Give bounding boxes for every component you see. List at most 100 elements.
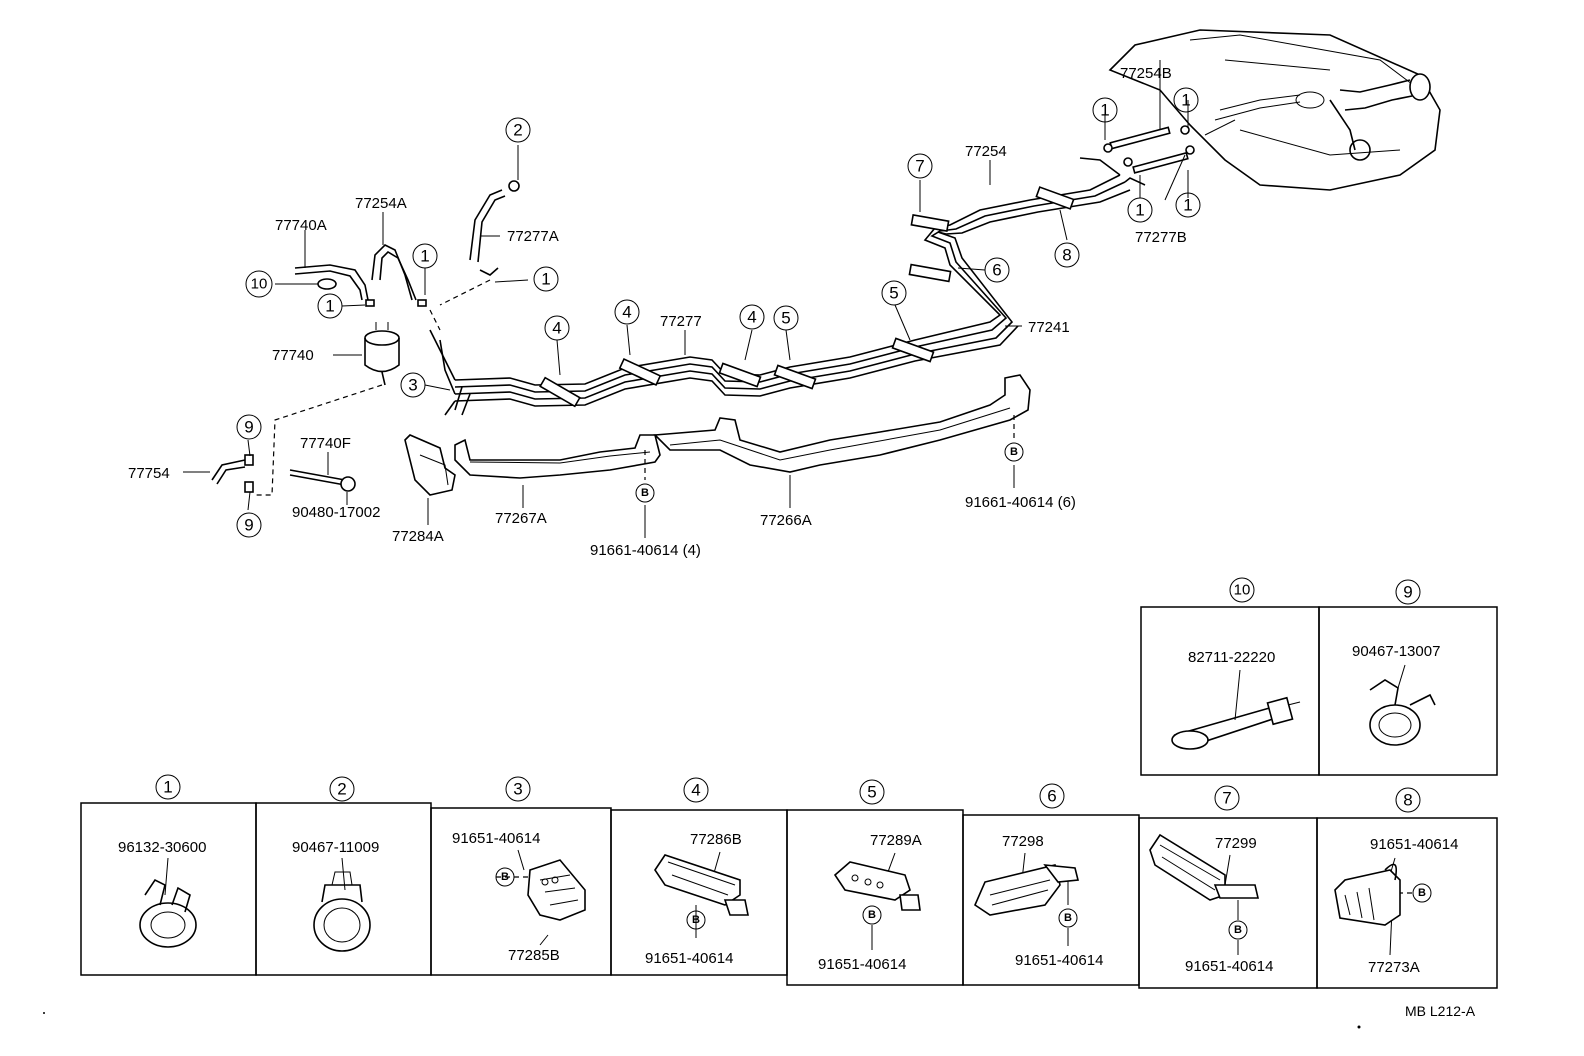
svg-text:8: 8 xyxy=(1062,246,1071,265)
svg-text:1: 1 xyxy=(1181,91,1190,110)
svg-text:10: 10 xyxy=(1234,582,1251,599)
legend-part-90467-11009: 90467-11009 xyxy=(292,839,379,856)
svg-text:9: 9 xyxy=(244,418,253,437)
svg-text:9: 9 xyxy=(1403,583,1412,602)
label-77254B: 77254B xyxy=(1120,65,1172,82)
svg-text:B: B xyxy=(641,487,649,499)
label-77277B: 77277B xyxy=(1135,229,1187,246)
svg-text:4: 4 xyxy=(552,319,561,338)
svg-text:4: 4 xyxy=(747,308,756,327)
legend-callout-8: 8 xyxy=(1395,787,1421,813)
legend-b-6: B xyxy=(1058,908,1078,928)
legend-part-91651-40614-6: 91651-40614 xyxy=(1015,952,1103,969)
svg-text:5: 5 xyxy=(867,783,876,802)
bracket-77266A xyxy=(653,374,1031,473)
legend-part-91651-40614-4: 91651-40614 xyxy=(645,950,733,967)
legend-part-77289A: 77289A xyxy=(870,832,922,849)
svg-text:B: B xyxy=(692,914,700,926)
hose-77740A xyxy=(294,264,369,301)
small-clamps xyxy=(244,299,427,493)
callout-9: 9 xyxy=(236,414,262,440)
svg-text:B: B xyxy=(1234,924,1242,936)
bracket-77284A xyxy=(404,434,456,496)
pipe-77740F xyxy=(289,469,356,492)
dashed-line-clamp1 xyxy=(429,309,441,331)
callout-10: 10 xyxy=(245,270,273,298)
legend-upper: 10 9 82711-22220 90467-13007 xyxy=(1140,577,1498,776)
legend-b-4: B xyxy=(686,910,706,930)
clamp-10-part xyxy=(317,278,337,290)
callout-b: B xyxy=(1004,442,1024,462)
legend-part-91651-40614-3: 91651-40614 xyxy=(452,830,540,847)
callout-markers: 2 1 1 1 1 7 8 6 5 5 4 4 4 3 1 1 1 10 9 9… xyxy=(236,87,1201,538)
callout-1: 1 xyxy=(1173,87,1199,113)
clamp-4-icon xyxy=(654,854,749,916)
callout-1: 1 xyxy=(317,293,343,319)
legend-part-77286B: 77286B xyxy=(690,831,742,848)
legend-callout-2: 2 xyxy=(329,776,355,802)
dashed-line-clamp1b xyxy=(439,279,491,306)
callout-b: B xyxy=(635,483,655,503)
label-91661-40614-6: 91661-40614 (6) xyxy=(965,494,1076,511)
legend-part-77299: 77299 xyxy=(1215,835,1257,852)
label-91661-40614-4: 91661-40614 (4) xyxy=(590,542,701,559)
label-77266A: 77266A xyxy=(760,512,812,529)
svg-text:3: 3 xyxy=(513,780,522,799)
bracket-77267A xyxy=(454,434,661,479)
legend-part-77298: 77298 xyxy=(1002,833,1044,850)
callout-1: 1 xyxy=(1127,197,1153,223)
callout-2: 2 xyxy=(505,117,531,143)
legend-callout-3: 3 xyxy=(505,776,531,802)
callout-1: 1 xyxy=(1175,192,1201,218)
svg-text:1: 1 xyxy=(420,247,429,266)
clamp-5-icon xyxy=(833,861,921,911)
svg-text:1: 1 xyxy=(541,270,550,289)
callout-5: 5 xyxy=(773,305,799,331)
legend-b-7: B xyxy=(1228,920,1248,940)
legend-callout-9: 9 xyxy=(1395,579,1421,605)
svg-text:6: 6 xyxy=(992,261,1001,280)
label-77277: 77277 xyxy=(660,313,702,330)
legend-lower: 1 2 3 4 5 6 7 8 96132-30600 90467-11009 … xyxy=(80,774,1498,989)
cable-tie-icon xyxy=(1171,669,1301,750)
legend-callout-4: 4 xyxy=(683,777,709,803)
svg-text:5: 5 xyxy=(781,309,790,328)
legend-part-91651-40614-8: 91651-40614 xyxy=(1370,836,1458,853)
callout-4: 4 xyxy=(544,315,570,341)
callout-1: 1 xyxy=(533,266,559,292)
callout-1: 1 xyxy=(412,243,438,269)
stray-dot xyxy=(1357,1025,1361,1029)
svg-text:B: B xyxy=(1010,446,1018,458)
svg-text:B: B xyxy=(868,909,876,921)
callout-1: 1 xyxy=(1092,97,1118,123)
svg-text:6: 6 xyxy=(1047,787,1056,806)
label-77241: 77241 xyxy=(1028,319,1070,336)
callout-4: 4 xyxy=(739,304,765,330)
callout-3: 3 xyxy=(400,372,426,398)
legend-callout-6: 6 xyxy=(1039,783,1065,809)
svg-text:1: 1 xyxy=(163,778,172,797)
clamp-6-icon xyxy=(973,864,1080,916)
label-reference-code: MB L212-A xyxy=(1405,1003,1476,1019)
clamp-8-icon xyxy=(1334,863,1401,926)
label-77754: 77754 xyxy=(128,465,170,482)
stray-dot xyxy=(43,1012,45,1014)
callout-9: 9 xyxy=(236,512,262,538)
label-77254A: 77254A xyxy=(355,195,407,212)
label-77740: 77740 xyxy=(272,347,314,364)
callout-4: 4 xyxy=(614,299,640,325)
hose-clamp-1-icon xyxy=(139,878,197,948)
leader-lines xyxy=(183,80,1189,538)
svg-text:5: 5 xyxy=(889,284,898,303)
svg-text:7: 7 xyxy=(1222,789,1231,808)
svg-text:1: 1 xyxy=(1135,201,1144,220)
legend-b-5: B xyxy=(862,905,882,925)
svg-text:2: 2 xyxy=(337,780,346,799)
svg-text:4: 4 xyxy=(622,303,631,322)
clamp-3-icon xyxy=(527,859,586,921)
legend-b-3: B xyxy=(495,867,515,887)
legend-part-77285B: 77285B xyxy=(508,947,560,964)
legend-callout-5: 5 xyxy=(859,779,885,805)
callout-6: 6 xyxy=(984,257,1010,283)
